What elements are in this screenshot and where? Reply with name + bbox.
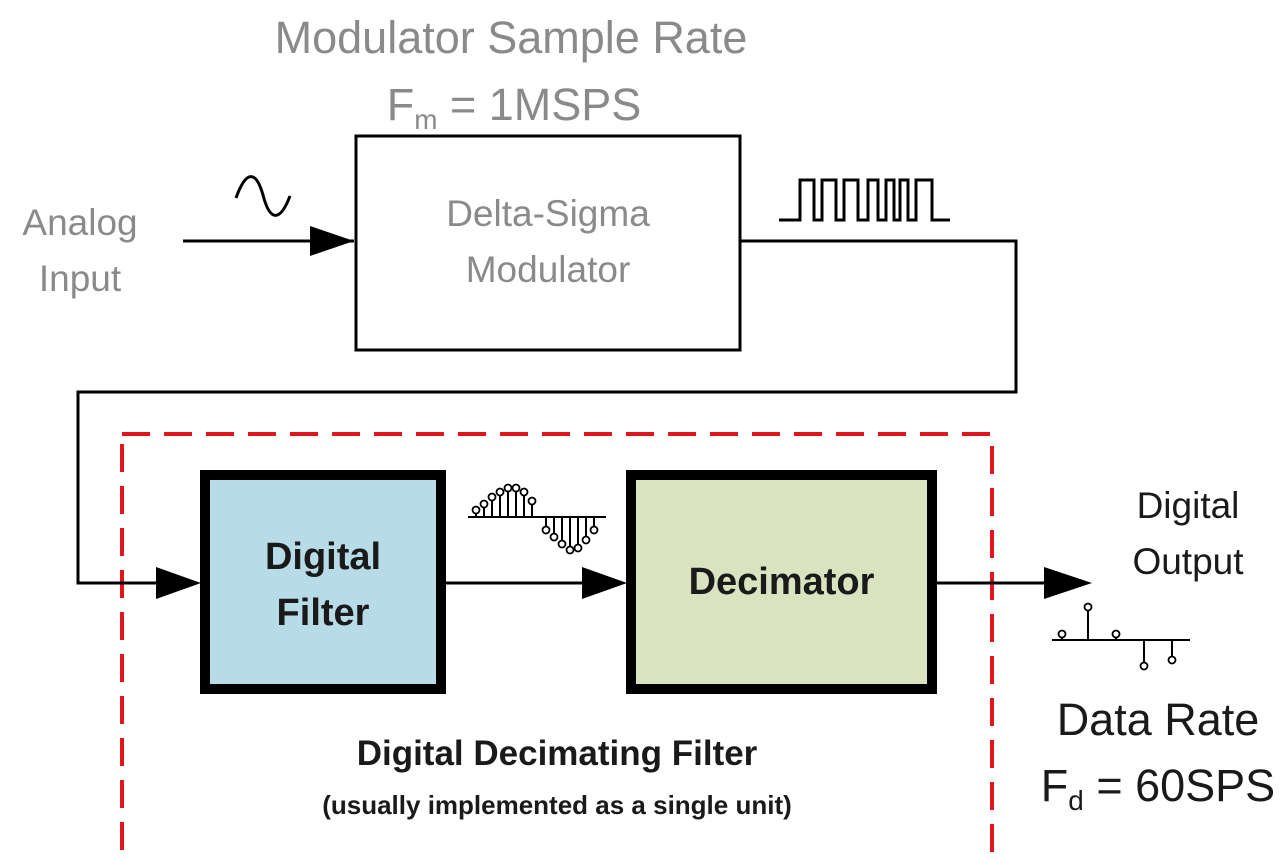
modulator-rate-value: = 1MSPS [449, 79, 642, 130]
decimating-filter-boundary [120, 432, 994, 859]
delta-sigma-modulator-block [354, 134, 742, 352]
analog-input-arrowhead [310, 226, 354, 256]
modulator-output-connector [76, 239, 1018, 585]
digital-filter-label: Digital Filter [205, 529, 441, 641]
data-rate-value: = 60SPS [1096, 760, 1276, 811]
sparse-samples-icon [1052, 602, 1190, 671]
decimator-block [626, 470, 937, 694]
decimating-filter-title: Digital Decimating Filter [356, 734, 758, 773]
sampled-sine-icon [468, 483, 606, 555]
modulator-rate-formula: Fm = 1MSPS [374, 79, 654, 133]
digital-output-line2: Output [1132, 541, 1244, 582]
data-rate-subscript: d [1068, 784, 1084, 816]
digital-output-arrowhead [1044, 567, 1092, 599]
analog-input-line1: Analog [22, 202, 138, 243]
modulator-label: Delta-Sigma Modulator [356, 186, 740, 298]
modulator-rate-title: Modulator Sample Rate [274, 12, 748, 63]
data-rate-title: Data Rate [1056, 694, 1260, 745]
decimating-filter-note: (usually implemented as a single unit) [322, 790, 792, 820]
pulse-train-icon [779, 178, 950, 222]
data-rate-symbol: F [1040, 760, 1069, 811]
sine-wave-icon [234, 175, 292, 217]
digital-output-label: Digital Output [1108, 478, 1268, 590]
data-rate-formula: Fd = 60SPS [1035, 760, 1281, 814]
modulator-label-line1: Delta-Sigma [446, 193, 650, 234]
analog-input-label: Analog Input [10, 195, 150, 307]
modulator-rate-symbol: F [386, 79, 415, 130]
decimator-label: Decimator [688, 561, 875, 603]
filter-input-arrowhead [156, 567, 201, 599]
digital-filter-line1: Digital [264, 536, 382, 578]
modulator-label-line2: Modulator [465, 249, 631, 290]
digital-filter-block [200, 470, 446, 694]
analog-input-line2: Input [38, 258, 122, 299]
digital-filter-line2: Filter [276, 592, 370, 634]
decimator-input-arrowhead [582, 567, 627, 599]
digital-output-line1: Digital [1136, 485, 1240, 526]
modulator-rate-subscript: m [414, 103, 438, 135]
